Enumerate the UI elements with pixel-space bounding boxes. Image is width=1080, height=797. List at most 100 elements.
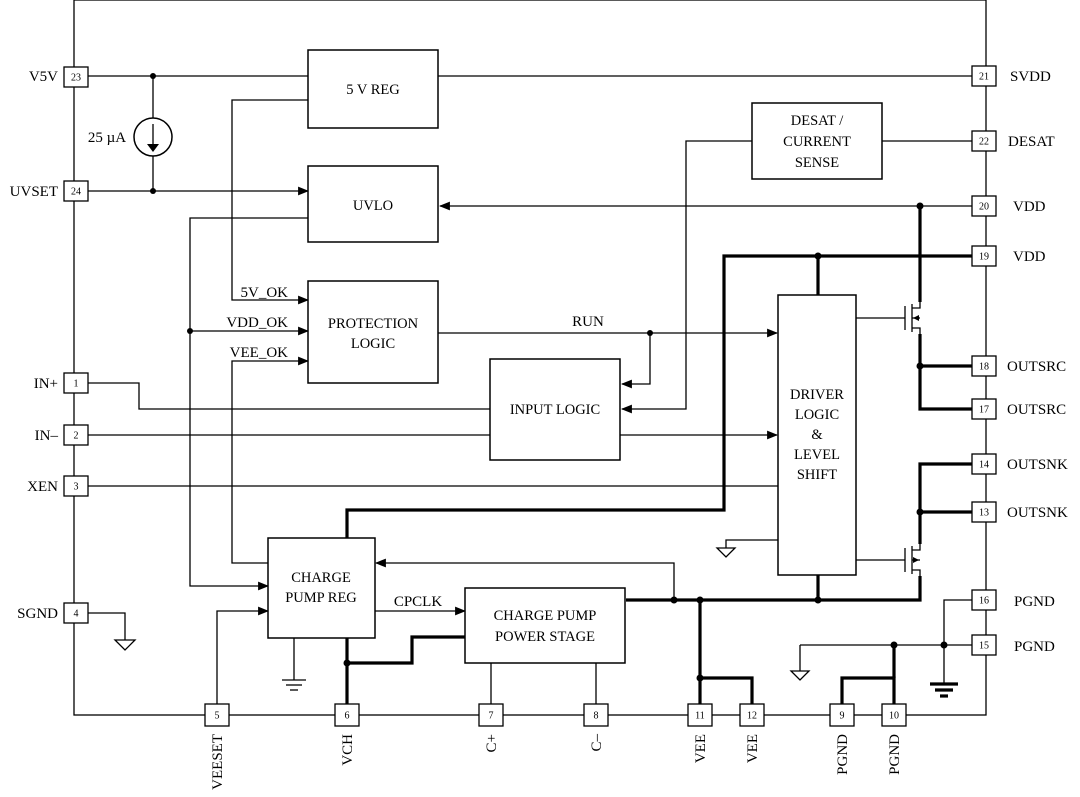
svg-text:15: 15 [979, 641, 989, 652]
svg-text:IN+: IN+ [34, 376, 58, 392]
svg-text:SENSE: SENSE [795, 155, 839, 171]
svg-text:14: 14 [979, 460, 989, 471]
pin-15-pgnd: 15 PGND [971, 634, 1055, 656]
svg-text:5: 5 [215, 711, 220, 722]
svg-text:C–: C– [589, 734, 605, 752]
svg-text:VEE: VEE [693, 734, 709, 763]
signal-label-vee-ok: VEE_OK [230, 345, 288, 361]
svg-text:11: 11 [695, 711, 705, 722]
signal-label-cpclk: CPCLK [394, 594, 443, 610]
svg-text:10: 10 [889, 711, 899, 722]
junctions [150, 73, 948, 682]
ground-icon [789, 670, 811, 681]
svg-text:24: 24 [71, 187, 81, 198]
current-source-icon [133, 117, 173, 157]
svg-text:22: 22 [979, 137, 989, 148]
pin-20-vdd: 20 VDD [971, 195, 1046, 217]
svg-text:5 V REG: 5 V REG [346, 82, 400, 98]
svg-text:9: 9 [840, 711, 845, 722]
svg-text:INPUT LOGIC: INPUT LOGIC [510, 402, 600, 418]
svg-text:XEN: XEN [27, 479, 58, 495]
svg-text:C+: C+ [484, 734, 500, 752]
block-5v-reg: 5 V REG [307, 49, 439, 129]
svg-text:13: 13 [979, 508, 989, 519]
svg-text:18: 18 [979, 362, 989, 373]
pin-7-c-plus: 7 C+ [478, 703, 504, 752]
svg-text:OUTSNK: OUTSNK [1007, 457, 1068, 473]
svg-text:VDD: VDD [1013, 249, 1046, 265]
svg-text:PUMP REG: PUMP REG [285, 590, 357, 606]
svg-text:16: 16 [979, 596, 989, 607]
svg-text:SHIFT: SHIFT [797, 467, 837, 483]
ground-icon [282, 679, 306, 691]
pin-1-in-plus: 1 IN+ [34, 372, 89, 394]
svg-text:PROTECTION: PROTECTION [328, 316, 419, 332]
svg-text:20: 20 [979, 202, 989, 213]
signal-wires [88, 75, 972, 704]
svg-text:DESAT /: DESAT / [791, 113, 844, 129]
block-input-logic: INPUT LOGIC [489, 358, 621, 461]
svg-text:3: 3 [74, 482, 79, 493]
svg-text:PGND: PGND [1014, 639, 1055, 655]
svg-text:19: 19 [979, 252, 989, 263]
svg-text:PGND: PGND [887, 734, 903, 775]
pin-24-uvset: 24 UVSET [10, 180, 89, 202]
block-protection-logic: PROTECTION LOGIC [307, 280, 439, 384]
svg-text:DESAT: DESAT [1008, 134, 1055, 150]
ground-icon [715, 547, 737, 558]
svg-text:PGND: PGND [835, 734, 851, 775]
ground-icon [113, 639, 137, 651]
svg-text:1: 1 [74, 379, 79, 390]
svg-text:7: 7 [489, 711, 494, 722]
svg-text:23: 23 [71, 73, 81, 84]
svg-text:21: 21 [979, 72, 989, 83]
sink-mosfet-icon [904, 544, 921, 576]
pin-18-outsrc: 18 OUTSRC [971, 355, 1066, 377]
svg-text:8: 8 [594, 711, 599, 722]
block-charge-pump-power-stage: CHARGE PUMP POWER STAGE [464, 587, 626, 664]
svg-text:17: 17 [979, 405, 989, 416]
svg-text:6: 6 [345, 711, 350, 722]
svg-text:POWER STAGE: POWER STAGE [495, 629, 595, 645]
svg-text:OUTSRC: OUTSRC [1007, 402, 1066, 418]
pin-17-outsrc: 17 OUTSRC [971, 398, 1066, 420]
svg-text:V5V: V5V [29, 69, 58, 85]
power-buses [345, 206, 972, 704]
svg-text:DRIVER: DRIVER [790, 387, 844, 403]
svg-text:VEESET: VEESET [210, 734, 226, 790]
svg-text:4: 4 [74, 609, 79, 620]
svg-text:SGND: SGND [17, 606, 58, 622]
signal-label-run: RUN [572, 314, 604, 330]
svg-text:LEVEL: LEVEL [794, 447, 840, 463]
ground-icon [930, 682, 958, 698]
svg-text:CHARGE PUMP: CHARGE PUMP [494, 608, 597, 624]
block-driver-logic-level-shift: DRIVER LOGIC & LEVEL SHIFT [777, 294, 857, 576]
pin-4-sgnd: 4 SGND [17, 602, 89, 624]
pin-9-pgnd: 9 PGND [829, 703, 855, 775]
svg-text:UVLO: UVLO [353, 198, 393, 214]
block-uvlo: UVLO [307, 165, 439, 243]
block-charge-pump-reg: CHARGE PUMP REG [267, 537, 376, 639]
svg-text:PGND: PGND [1014, 594, 1055, 610]
svg-text:OUTSRC: OUTSRC [1007, 359, 1066, 375]
pin-16-pgnd: 16 PGND [971, 589, 1055, 611]
pin-14-outsnk: 14 OUTSNK [971, 453, 1068, 475]
svg-text:VEE: VEE [745, 734, 761, 763]
pin-12-vee: 12 VEE [739, 703, 765, 763]
pin-13-outsnk: 13 OUTSNK [971, 501, 1068, 523]
pin-10-pgnd: 10 PGND [881, 703, 907, 775]
svg-text:UVSET: UVSET [10, 184, 58, 200]
svg-text:VCH: VCH [340, 734, 356, 766]
pin-23-v5v: 23 V5V [29, 66, 89, 88]
pin-19-vdd: 19 VDD [971, 245, 1046, 267]
pin-11-vee: 11 VEE [687, 703, 713, 763]
svg-text:SVDD: SVDD [1010, 69, 1051, 85]
svg-text:OUTSNK: OUTSNK [1007, 505, 1068, 521]
source-mosfet-icon [904, 302, 921, 334]
svg-text:IN–: IN– [35, 428, 59, 444]
current-source-label: 25 µA [88, 130, 126, 146]
svg-text:12: 12 [747, 711, 757, 722]
svg-text:CHARGE: CHARGE [291, 570, 351, 586]
